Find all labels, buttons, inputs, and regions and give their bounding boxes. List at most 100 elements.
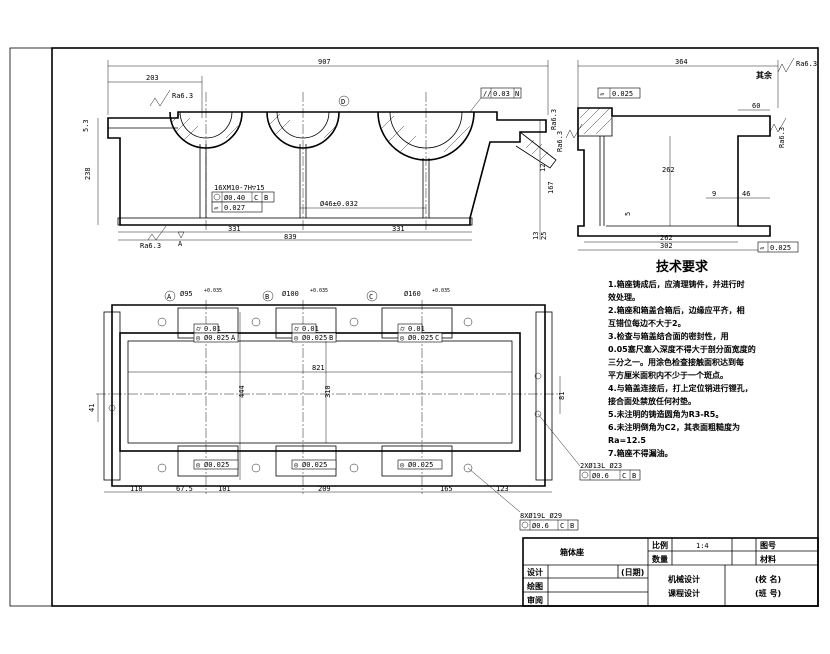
side-flat-tol: 0.025 bbox=[612, 90, 633, 98]
svg-text:+0.035: +0.035 bbox=[310, 288, 328, 294]
tol-pos-b: Ø0.025 bbox=[302, 334, 327, 342]
req-line-0: 1.箱座铸成后，应清理铸件，并进行时 bbox=[608, 279, 745, 289]
req-line-5: 0.05塞尺塞入深度不得大于剖分面宽度的 bbox=[608, 344, 756, 354]
tb-part-name: 箱体座 bbox=[560, 547, 584, 557]
side-dim-60: 60 bbox=[752, 102, 760, 110]
plan-outline bbox=[111, 304, 546, 487]
svg-text:B: B bbox=[265, 293, 269, 301]
bore-a: Ø95 bbox=[180, 290, 193, 298]
dim-821: 821 bbox=[312, 364, 325, 372]
inner-frame bbox=[51, 47, 819, 607]
dim-67-5: 67.5 bbox=[176, 485, 193, 493]
side-dim-5: 5 bbox=[624, 212, 632, 216]
svg-text:+0.035: +0.035 bbox=[204, 288, 222, 294]
side-dim-46: 46 bbox=[742, 190, 750, 198]
svg-text:数量: 数量 bbox=[652, 554, 668, 564]
svg-text:◎: ◎ bbox=[196, 461, 201, 469]
svg-text:⌭: ⌭ bbox=[400, 325, 405, 333]
roughness-top: Ra6.3 bbox=[172, 92, 193, 100]
svg-text:▱: ▱ bbox=[600, 90, 605, 98]
tol-low-c: Ø0.025 bbox=[408, 461, 433, 469]
svg-text:◎: ◎ bbox=[400, 334, 405, 342]
svg-text:▱: ▱ bbox=[760, 244, 765, 252]
svg-text:(日期): (日期) bbox=[621, 567, 644, 577]
svg-text:◎: ◎ bbox=[294, 461, 299, 469]
pos-tol-a: Ø0.40 bbox=[224, 194, 245, 202]
svg-text:C: C bbox=[435, 334, 439, 342]
side-flat-bottom: 0.025 bbox=[770, 244, 791, 252]
tol-c: 0.01 bbox=[408, 325, 425, 333]
svg-text:设计: 设计 bbox=[527, 567, 543, 577]
roughness-right: Ra6.3 bbox=[550, 109, 558, 130]
hole-note-2: 8XØ19L_Ø29 bbox=[520, 512, 562, 520]
bore-c: Ø160 bbox=[404, 290, 421, 298]
svg-text:A: A bbox=[167, 293, 172, 301]
roughness-rest-label: 其余 bbox=[756, 70, 773, 80]
req-line-8: 4.与箱盖连接后，打上定位销进行镗孔， bbox=[608, 383, 753, 393]
side-body-outline bbox=[577, 107, 771, 237]
svg-text:⌭: ⌭ bbox=[294, 325, 299, 333]
svg-text:D: D bbox=[341, 98, 345, 106]
svg-text:B: B bbox=[329, 334, 333, 342]
tol-low-a: Ø0.025 bbox=[204, 461, 229, 469]
front-view: 907 203 Ra6.3 // 0.03 N D bbox=[82, 58, 558, 250]
req-line-12: Ra=12.5 bbox=[608, 436, 646, 445]
front-base bbox=[117, 217, 473, 226]
marker-d bbox=[338, 95, 350, 107]
svg-text:机械设计: 机械设计 bbox=[668, 574, 700, 584]
dim-118: 118 bbox=[130, 485, 143, 493]
title-block: 箱体座 比例 1:4 图号 数量 材料 设计 (日期) 绘图 审阅 机械设计 课… bbox=[522, 537, 819, 607]
side-roughness-left: Ra6.3 bbox=[556, 131, 564, 152]
plan-view: A Ø95 +0.035 B Ø100 +0.035 C Ø160 +0.035 bbox=[88, 288, 641, 531]
svg-text:◎: ◎ bbox=[400, 461, 405, 469]
svg-text:B: B bbox=[264, 194, 268, 202]
side-view: 364 其余 Ra6.3 ▱ 0.025 60 262 9 46 5 Ra6.3… bbox=[556, 57, 817, 253]
tol-b: 0.01 bbox=[302, 325, 319, 333]
requirements-heading: 技术要求 bbox=[656, 259, 709, 275]
dim-331-left: 331 bbox=[228, 225, 241, 233]
svg-text:图号: 图号 bbox=[760, 541, 776, 550]
side-roughness-right: Ra6.3 bbox=[778, 127, 786, 148]
roughness-bottom: Ra6.3 bbox=[140, 242, 161, 250]
svg-text:◎: ◎ bbox=[294, 334, 299, 342]
dim-right-167: 167 bbox=[547, 181, 555, 194]
svg-text:C: C bbox=[560, 522, 564, 530]
svg-text:绘图: 绘图 bbox=[527, 581, 543, 591]
svg-text:(校 名): (校 名) bbox=[755, 574, 781, 584]
req-line-9: 接合面处禁放任何衬垫。 bbox=[608, 396, 696, 406]
hole-tol-2: Ø0.6 bbox=[532, 522, 549, 530]
req-line-10: 5.未注明的铸造圆角为R3-R5。 bbox=[608, 409, 723, 419]
dim-right-25: 25 bbox=[540, 232, 548, 240]
tol-a: 0.01 bbox=[204, 325, 221, 333]
svg-text:⌭: ⌭ bbox=[196, 325, 201, 333]
svg-text:C: C bbox=[369, 293, 373, 301]
dim-839: 839 bbox=[284, 233, 297, 241]
svg-text:C: C bbox=[254, 194, 258, 202]
dim-364: 364 bbox=[675, 58, 688, 66]
dim-centre: Ø46±0.032 bbox=[320, 200, 358, 208]
plan-inner-cavity bbox=[119, 332, 521, 452]
dim-101: 101 bbox=[218, 485, 231, 493]
bore-b: Ø100 bbox=[282, 290, 299, 298]
dim-165: 165 bbox=[440, 485, 453, 493]
pos-tol-b: 0.027 bbox=[224, 204, 245, 212]
requirements: 技术要求 1.箱座铸成后，应清理铸件，并进行时 效处理。 2.箱座和箱盖合箱后，… bbox=[608, 259, 756, 458]
side-dim-302: 302 bbox=[660, 242, 673, 250]
svg-text:审阅: 审阅 bbox=[527, 595, 543, 605]
dim-238: 238 bbox=[84, 167, 92, 180]
dim-right-12: 12 bbox=[539, 164, 547, 172]
svg-text:C: C bbox=[622, 472, 626, 480]
req-line-3: 互错位每边不大于2。 bbox=[608, 318, 686, 328]
dim-907: 907 bbox=[318, 58, 331, 66]
dim-right-13: 13 bbox=[532, 232, 540, 240]
hole-note-1: 2XØ13L_Ø23 bbox=[580, 462, 622, 470]
side-dim-262: 262 bbox=[662, 166, 675, 174]
svg-text:B: B bbox=[570, 522, 574, 530]
tol-low-b: Ø0.025 bbox=[302, 461, 327, 469]
tol-pos-c: Ø0.025 bbox=[408, 334, 433, 342]
req-line-6: 三分之一。用涂色检查接触面积达到每 bbox=[608, 357, 744, 367]
hole-tol-1: Ø0.6 bbox=[592, 472, 609, 480]
roughness-rest: Ra6.3 bbox=[796, 60, 817, 68]
req-line-13: 7.箱座不得漏油。 bbox=[608, 448, 673, 458]
